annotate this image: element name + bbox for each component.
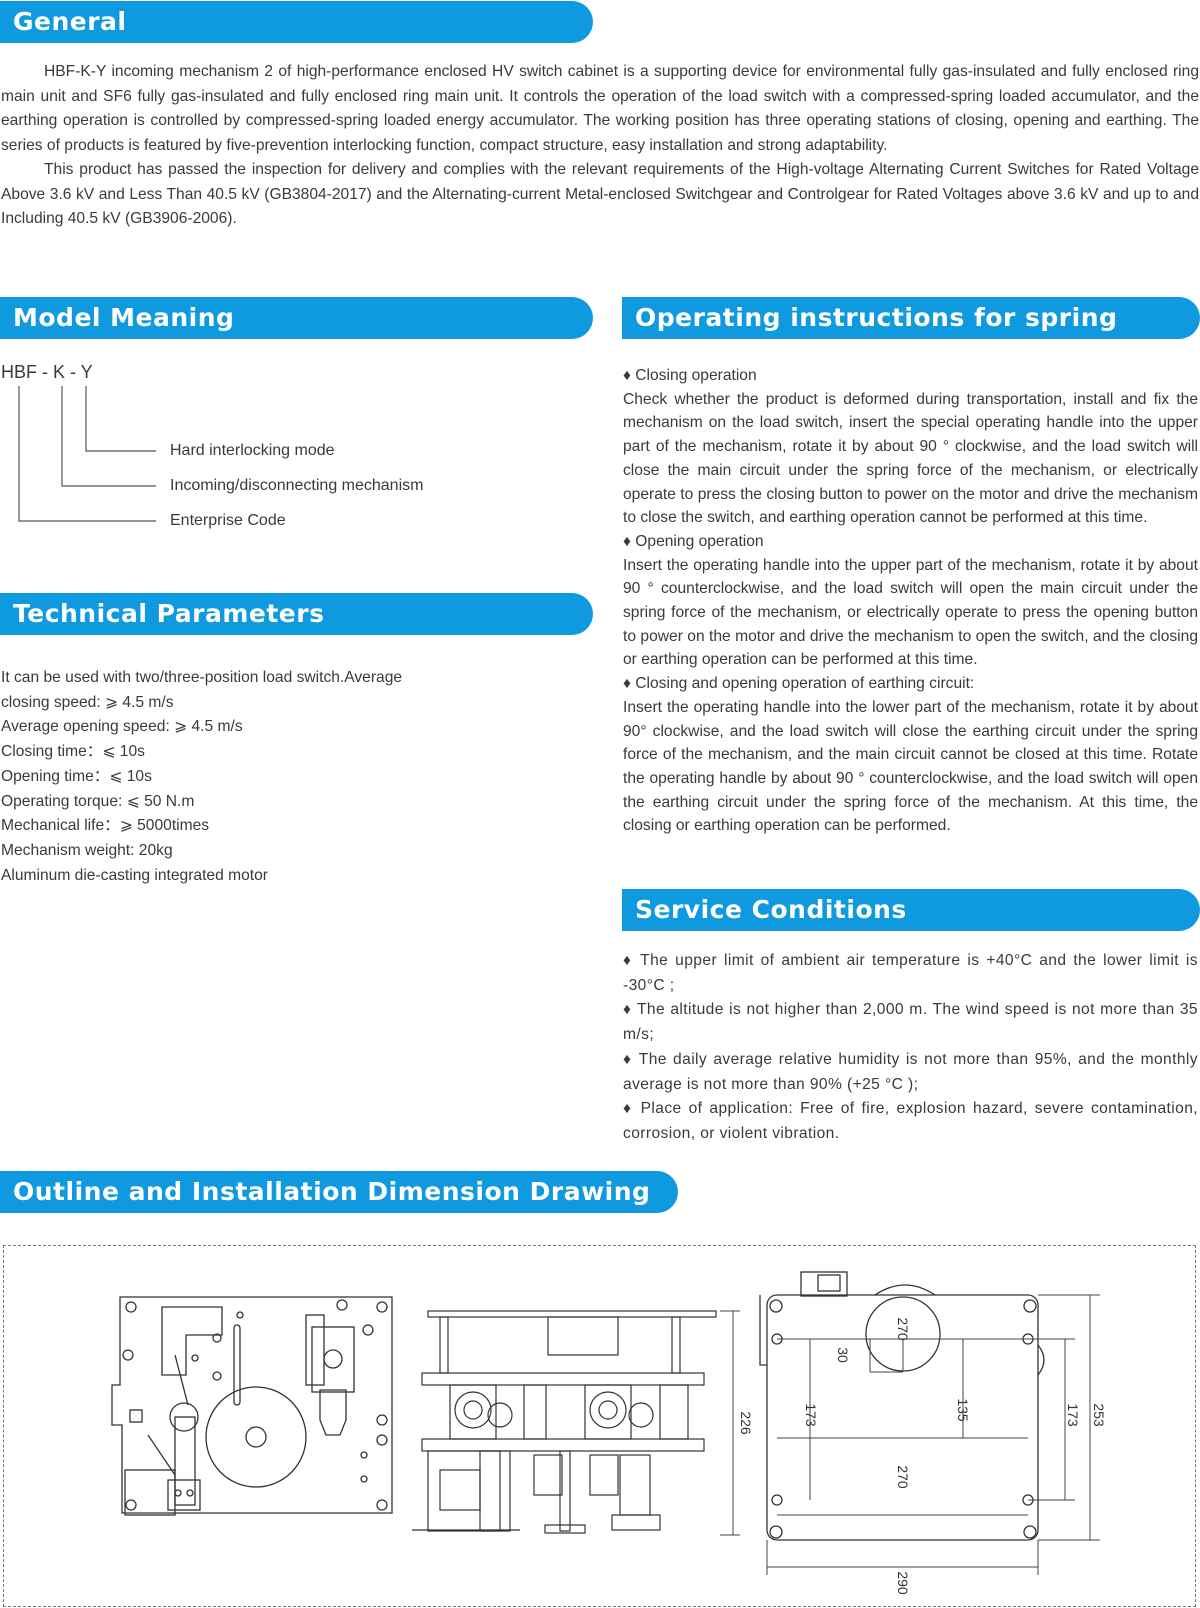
service-item: ♦ The daily average relative humidity is…: [623, 1050, 1198, 1093]
model-meaning-tree: [18, 386, 156, 522]
tech-param-item: Mechanical life：⩾ 5000times: [1, 817, 210, 835]
operating-closing-heading: ♦ Closing operation: [623, 367, 757, 384]
dimension-drawing-frame: [3, 1245, 1196, 1607]
dim-label-253: 253: [1091, 1403, 1107, 1427]
tech-param-item: Average opening speed: ⩾ 4.5 m/s: [1, 718, 243, 736]
section-banner-general: General: [0, 1, 593, 43]
front-view-drawing: [111, 1296, 393, 1516]
technical-parameters-list: It can be used with two/three-position l…: [1, 666, 591, 888]
section-banner-model: Model Meaning: [0, 297, 593, 339]
model-code: HBF - K - Y: [1, 362, 93, 382]
tech-param-item: closing speed: ⩾ 4.5 m/s: [1, 693, 174, 711]
top-view-dimension-lines: [766, 1294, 1100, 1575]
operating-earthing-text: Insert the operating handle into the low…: [623, 698, 1198, 835]
operating-opening-heading: ♦ Opening operation: [623, 532, 764, 550]
service-conditions-list: ♦ The upper limit of ambient air tempera…: [623, 949, 1198, 1147]
service-item: ♦ The altitude is not higher than 2,000 …: [623, 1001, 1198, 1044]
dim-label-173-right: 173: [1065, 1403, 1081, 1427]
tech-param-item: Operating torque: ⩽ 50 N.m: [1, 792, 195, 810]
model-label-incoming: Incoming/disconnecting mechanism: [170, 477, 424, 494]
service-item: ♦ Place of application: Free of fire, ex…: [623, 1100, 1198, 1142]
tech-param-item: Opening time：⩽ 10s: [1, 767, 152, 785]
top-view-drawing: [759, 1271, 1045, 1541]
dim-label-30: 30: [835, 1347, 851, 1363]
section-banner-service: Service Conditions: [622, 889, 1200, 931]
section-banner-technical: Technical Parameters: [0, 593, 593, 635]
general-paragraph-2: This product has passed the inspection f…: [1, 161, 1199, 227]
dim-label-270-top: 270: [895, 1317, 911, 1341]
section-banner-operating: Operating instructions for spring mechan…: [622, 297, 1200, 374]
operating-closing-text: Check whether the product is deformed du…: [623, 390, 1198, 527]
dim-label-135: 135: [955, 1398, 971, 1422]
dim-label-270-bottom: 270: [895, 1465, 911, 1489]
tech-param-item: Aluminum die-casting integrated motor: [1, 866, 268, 884]
general-paragraph-1: HBF-K-Y incoming mechanism 2 of high-per…: [1, 63, 1199, 154]
model-label-hard-interlocking: Hard interlocking mode: [170, 442, 335, 459]
model-label-enterprise: Enterprise Code: [170, 512, 286, 529]
operating-instructions: ♦ Closing operation Check whether the pr…: [623, 364, 1198, 838]
dimension-drawing: 226 270 30 135 173 173 253 270: [111, 1271, 1107, 1595]
tech-param-item: Mechanism weight: 20kg: [1, 841, 173, 859]
dim-label-226: 226: [738, 1411, 754, 1435]
tech-param-item: It can be used with two/three-position l…: [1, 669, 403, 686]
side-view-drawing: [412, 1310, 717, 1534]
service-item: ♦ The upper limit of ambient air tempera…: [623, 952, 1198, 994]
operating-earthing-heading: ♦ Closing and opening operation of earth…: [623, 675, 975, 693]
section-banner-outline: Outline and Installation Dimension Drawi…: [0, 1171, 678, 1213]
dim-label-290: 290: [895, 1571, 911, 1595]
dim-label-173-left: 173: [803, 1403, 819, 1427]
tech-param-item: Closing time：⩽ 10s: [1, 743, 145, 761]
general-text: HBF-K-Y incoming mechanism 2 of high-per…: [1, 60, 1199, 232]
dim-226: [720, 1310, 740, 1536]
operating-opening-text: Insert the operating handle into the upp…: [623, 556, 1198, 669]
